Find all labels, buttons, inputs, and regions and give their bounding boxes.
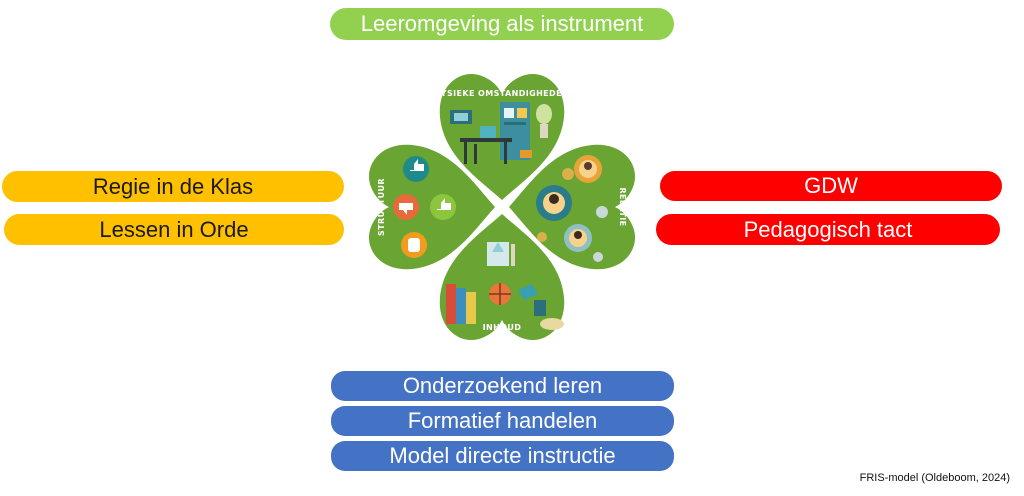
onderzoekend-pill: Onderzoekend leren: [331, 371, 674, 401]
gdw-label: GDW: [804, 173, 858, 198]
lessen-label: Lessen in Orde: [99, 216, 249, 242]
gdw-pill: GDW: [660, 171, 1002, 201]
leeromgeving-pill: Leeromgeving als instrument: [330, 8, 674, 40]
lessen-pill: Lessen in Orde: [4, 214, 344, 245]
pedagogisch-pill: Pedagogisch tact: [656, 214, 1000, 245]
leaf-label-top: FYSIEKE OMSTANDIGHEDEN: [435, 89, 569, 98]
leaf-label-right: RELATIE: [618, 188, 627, 227]
leaf-label-left: STRUCTUUR: [377, 178, 386, 236]
leaf-label-bottom: INHOUD: [483, 323, 522, 332]
formatief-label: Formatief handelen: [407, 408, 598, 433]
content-items-icon: [446, 242, 564, 330]
model-pill: Model directe instructie: [331, 441, 674, 471]
classroom-icon: [450, 102, 552, 164]
regie-label: Regie in de Klas: [92, 173, 254, 199]
onderzoekend-label: Onderzoekend leren: [402, 373, 603, 398]
source-caption: FRIS-model (Oldeboom, 2024): [859, 472, 1010, 484]
regie-pill: Regie in de Klas: [2, 171, 344, 202]
leeromgeving-label: Leeromgeving als instrument: [360, 11, 644, 36]
pedagogisch-label: Pedagogisch tact: [743, 216, 913, 242]
relation-gears-icon: [536, 155, 608, 262]
model-label: Model directe instructie: [389, 443, 616, 468]
structure-icons: [393, 156, 456, 258]
formatief-pill: Formatief handelen: [331, 406, 674, 436]
clover-illustration: FYSIEKE OMSTANDIGHEDEN INHOUD STRUCTUUR …: [368, 73, 636, 341]
